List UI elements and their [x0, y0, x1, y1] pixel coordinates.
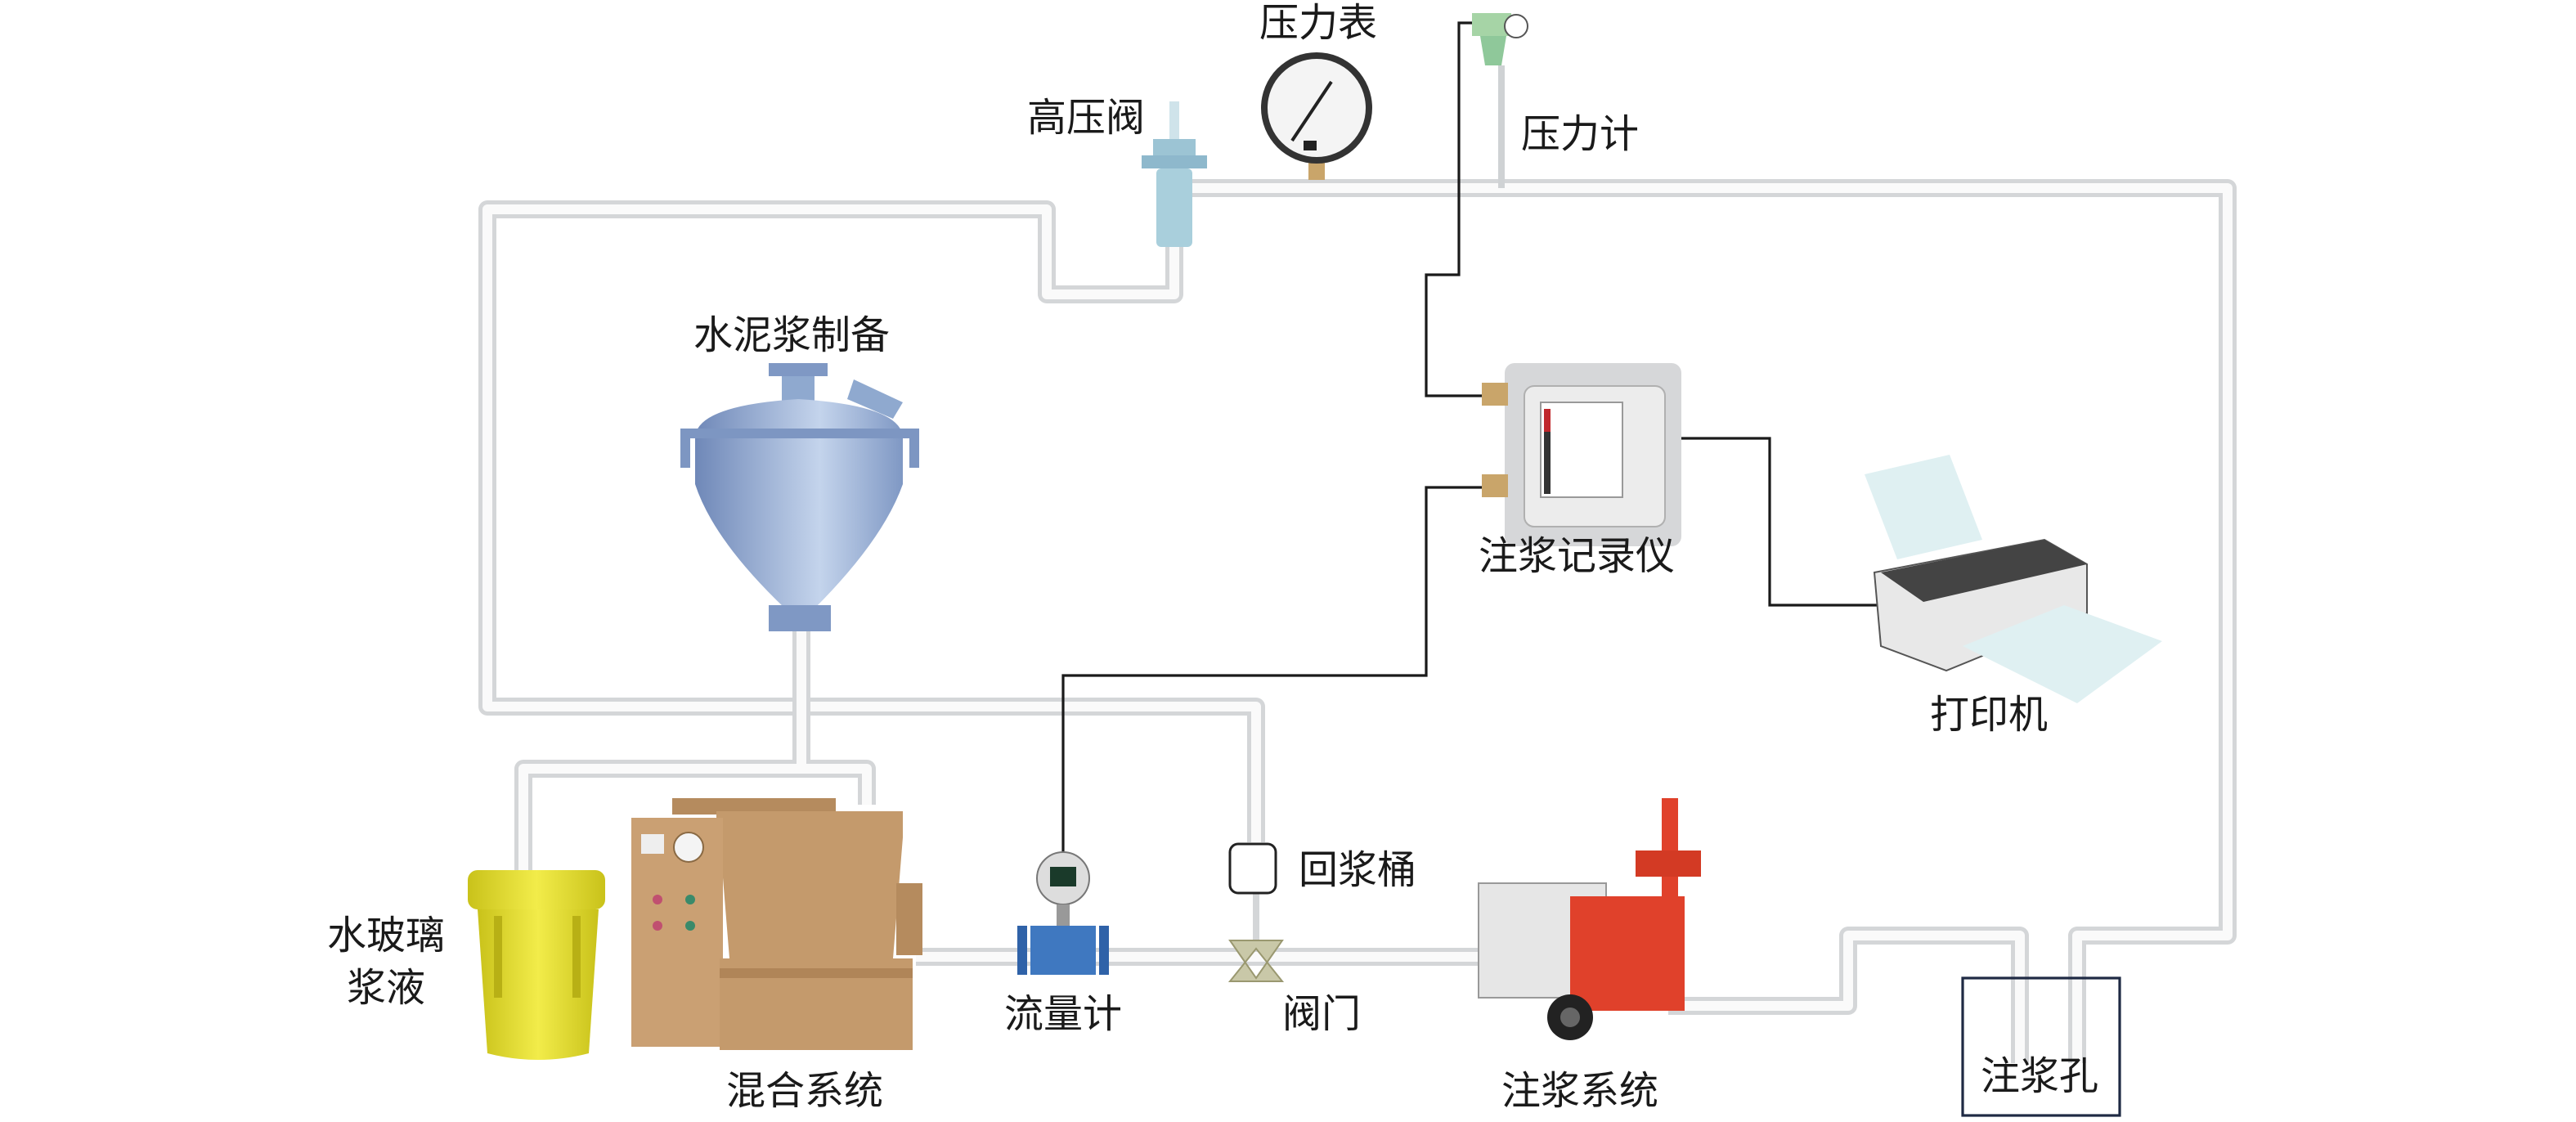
valve-label: 阀门 — [1282, 991, 1361, 1037]
pressure-gauge-label: 压力表 — [1259, 0, 1377, 46]
mixer-icon — [631, 798, 922, 1050]
printer-label: 打印机 — [1930, 692, 2048, 738]
return-bucket-label: 回浆桶 — [1299, 847, 1416, 893]
high-pressure-valve-label: 高压阀 — [1027, 95, 1145, 141]
high-pressure-valve-icon — [1142, 101, 1207, 247]
mixing-system-label: 混合系统 — [726, 1068, 883, 1114]
return-bucket-icon — [1228, 842, 1277, 895]
grouting-recorder-icon — [1482, 363, 1681, 546]
flow-meter-label: 流量计 — [1004, 991, 1122, 1037]
grouting-system-label: 注浆系统 — [1501, 1068, 1658, 1114]
grout-hole-label: 注浆孔 — [1981, 1053, 2098, 1099]
water-glass-label-1: 水玻璃 — [327, 913, 445, 958]
pressure-meter-icon — [1472, 13, 1528, 188]
cement-hopper-icon — [680, 363, 919, 631]
grouting-recorder-label: 注浆记录仪 — [1479, 533, 1675, 579]
valve-icon — [1227, 940, 1285, 982]
cement-slurry-prep-label: 水泥浆制备 — [693, 312, 890, 358]
pressure-meter-label: 压力计 — [1521, 111, 1639, 157]
grout-hole-box — [1961, 976, 2121, 1117]
grouting-pump-icon — [1478, 798, 1701, 1040]
signal-wires — [1061, 21, 1878, 854]
water-glass-tank-icon — [468, 870, 605, 1060]
printer-icon — [1865, 455, 2162, 703]
water-glass-label-2: 浆液 — [347, 965, 425, 1011]
pressure-gauge-icon — [1261, 52, 1372, 180]
pipe-network — [478, 179, 2237, 1063]
flow-meter-icon — [1017, 851, 1109, 975]
